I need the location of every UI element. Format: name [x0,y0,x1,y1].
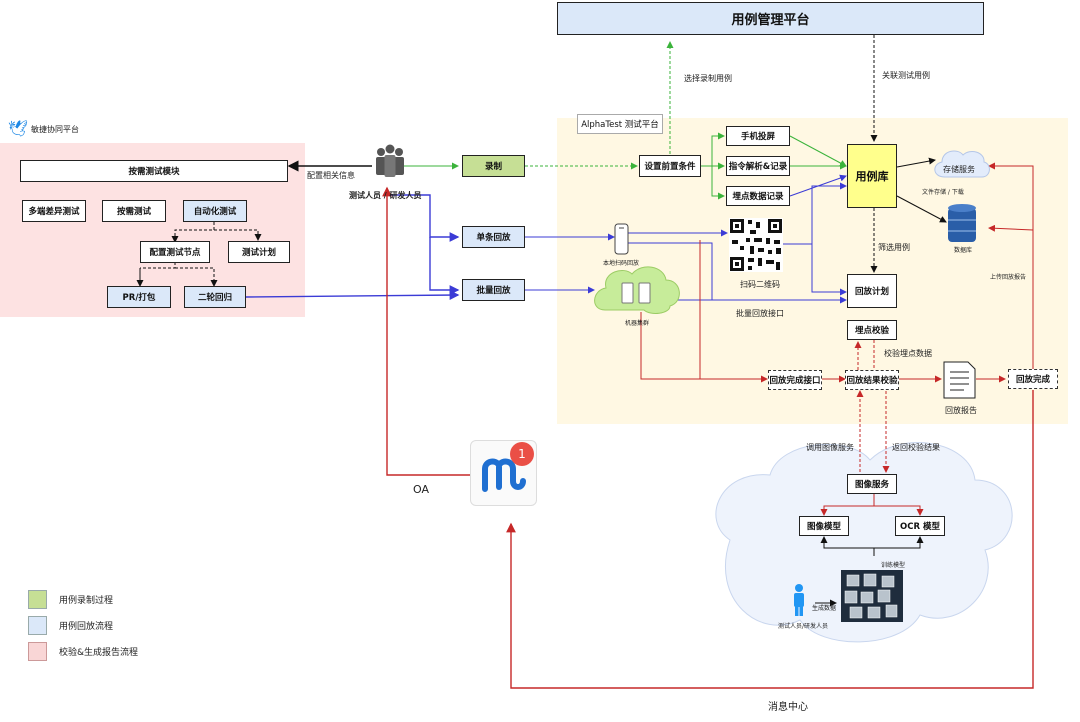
burypoint-record[interactable]: 埋点数据记录 [726,186,790,206]
oa-badge: 1 [510,442,534,466]
set-precondition[interactable]: 设置前置条件 [639,155,701,177]
call-image-label: 调用图像服务 [806,443,854,452]
image-model[interactable]: 图像模型 [799,516,849,536]
gen-data-label: 生成数据 [812,605,837,612]
ocr-model[interactable]: OCR 模型 [895,516,945,536]
people-label: 测试人员 / 研发人员 [349,191,422,200]
legend-label: 用例录制过程 [59,596,114,606]
ondemand-module[interactable]: 按需测试模块 [20,160,288,182]
oa-label: OA [413,483,429,496]
batch-replay-button[interactable]: 批量回放 [462,279,525,301]
bury-point-check[interactable]: 埋点校验 [847,320,897,340]
replay-result-check[interactable]: 回放结果校验 [845,370,899,390]
auto-test[interactable]: 自动化测试 [183,200,247,222]
select-case-label: 选择录制用例 [684,74,732,83]
return-check-label: 返回校验结果 [892,443,940,452]
instruction-parse[interactable]: 指令解析&记录 [726,156,790,176]
agile-platform-logo-icon: 🕊 [8,119,29,138]
image-service[interactable]: 图像服务 [847,474,897,494]
local-scan-label: 本地扫码回放 [603,260,640,267]
case-library[interactable]: 用例库 [847,144,897,208]
config-test-node[interactable]: 配置测试节点 [140,241,210,263]
multi-end-diff-test[interactable]: 多端差异测试 [22,200,86,222]
cluster-label: 机器集群 [625,320,650,327]
legend-item: 用例录制过程 [28,590,113,609]
storage-service-label: 存储服务 [943,165,975,174]
replay-report-label: 回放报告 [945,406,977,415]
legend-item: 用例回放流程 [28,616,113,635]
upload-report-label: 上传回放报告 [990,274,1027,281]
legend-label: 校验&生成报告流程 [59,648,139,658]
record-button[interactable]: 录制 [462,155,525,177]
pr-package[interactable]: PR/打包 [107,286,171,308]
database-label: 数据库 [954,247,973,254]
replay-done[interactable]: 回放完成 [1008,369,1058,389]
config-info-label: 配置相关信息 [307,171,355,180]
phone-screen-cast[interactable]: 手机投屏 [726,126,790,146]
scan-qr-label: 扫码二维码 [740,280,780,289]
legend: 用例录制过程 用例回放流程 校验&生成报告流程 [28,590,208,670]
test-plan[interactable]: 测试计划 [228,241,290,263]
legend-swatch [28,642,47,661]
legend-swatch [28,616,47,635]
ondemand-test[interactable]: 按需测试 [102,200,166,222]
legend-item: 校验&生成报告流程 [28,642,138,661]
file-io-label: 文件存储 / 下载 [922,189,964,196]
single-replay-button[interactable]: 单条回放 [462,226,525,248]
case-management-platform[interactable]: 用例管理平台 [557,2,984,35]
oa-logo-icon [482,458,526,492]
batch-api-label: 批量回放接口 [736,309,784,318]
filter-case-label: 筛选用例 [878,243,910,252]
second-round-regression[interactable]: 二轮回归 [184,286,246,308]
legend-swatch [28,590,47,609]
legend-label: 用例回放流程 [59,622,114,632]
alphatest-title: AlphaTest 测试平台 [577,114,663,134]
image-people-label: 测试人员/研发人员 [778,623,829,630]
link-case-label: 关联测试用例 [882,71,930,80]
agile-platform-name: 敏捷协同平台 [31,125,79,134]
message-center-label: 消息中心 [768,702,808,713]
train-model-label: 训练模型 [881,562,906,569]
check-bury-data-label: 校验埋点数据 [884,349,932,358]
replay-plan[interactable]: 回放计划 [847,274,897,308]
replay-done-api[interactable]: 回放完成接口 [768,370,822,390]
